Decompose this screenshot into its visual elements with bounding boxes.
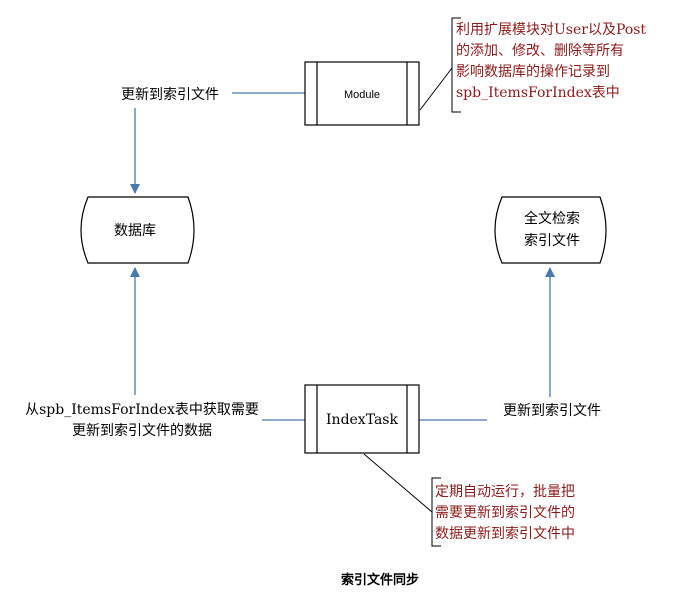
edge-label-task-from-db-line-1: 从spb_ItemsForIndex表中获取需要 bbox=[25, 402, 259, 418]
diagram-title: 索引文件同步 bbox=[341, 572, 419, 588]
fulltext-index-node: 全文检索 索引文件 bbox=[494, 196, 607, 264]
edge-module-to-database bbox=[130, 92, 305, 194]
indextask-note: 定期自动运行，批量把 需要更新到索引文件的 数据更新到索引文件中 bbox=[363, 453, 575, 547]
indextask-note-line-2: 需要更新到索引文件的 bbox=[435, 504, 575, 521]
module-label: Module bbox=[344, 89, 380, 101]
database-node: 数据库 bbox=[80, 196, 195, 264]
edge-label-module-to-db: 更新到索引文件 bbox=[121, 86, 219, 103]
fulltext-index-label-line-2: 索引文件 bbox=[524, 232, 580, 249]
database-label: 数据库 bbox=[114, 223, 156, 239]
indextask-label: IndexTask bbox=[326, 412, 398, 428]
module-node: Module bbox=[304, 61, 420, 126]
edge-indextask-to-database bbox=[130, 267, 305, 421]
edge-label-task-from-db-line-2: 更新到索引文件的数据 bbox=[72, 422, 212, 439]
module-note-line-3: 影响数据库的操作记录到 bbox=[456, 64, 610, 80]
module-note-line-1: 利用扩展模块对User以及Post bbox=[456, 22, 646, 38]
edge-label-task-to-index: 更新到索引文件 bbox=[503, 402, 601, 419]
module-note-line-4: spb_ItemsForIndex表中 bbox=[456, 85, 620, 101]
module-note-line-2: 的添加、修改、删除等所有 bbox=[456, 42, 624, 59]
module-note: 利用扩展模块对User以及Post 的添加、修改、删除等所有 影响数据库的操作记… bbox=[419, 17, 646, 113]
fulltext-index-label-line-1: 全文检索 bbox=[524, 210, 580, 227]
indextask-node: IndexTask bbox=[304, 384, 420, 454]
edge-indextask-to-fulltext-index bbox=[419, 267, 555, 421]
indextask-note-line-3: 数据更新到索引文件中 bbox=[435, 525, 575, 542]
indextask-note-line-1: 定期自动运行，批量把 bbox=[435, 484, 575, 500]
